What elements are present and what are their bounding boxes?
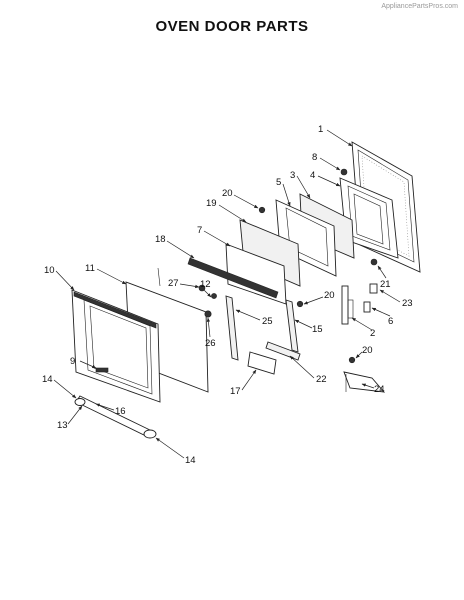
callout-18: 18 [155, 234, 166, 245]
part-25-side-trim [225, 295, 239, 361]
callout-27: 27 [168, 278, 179, 289]
callout-20b: 20 [324, 290, 335, 301]
callout-6: 6 [388, 316, 393, 327]
part-9-badge [95, 367, 109, 373]
part-13-end-cap [74, 398, 86, 406]
callout-8: 8 [312, 152, 317, 163]
callout-25: 25 [262, 316, 273, 327]
part-22-vent [265, 341, 301, 361]
callout-20c: 20 [362, 345, 373, 356]
callouts: 1 8 3 4 5 20 19 7 18 21 27 12 20 23 11 1… [42, 124, 413, 466]
part-19-insulation [239, 219, 301, 287]
part-12-screw [211, 293, 217, 299]
part-15-side-trim [285, 299, 299, 353]
part-17-vent [247, 351, 277, 375]
diagram-title: OVEN DOOR PARTS [155, 18, 309, 35]
callout-7: 7 [197, 225, 202, 236]
callout-11: 11 [85, 263, 95, 274]
part-16-handle [75, 395, 151, 437]
callout-19: 19 [206, 198, 217, 209]
part-14-end-cap [143, 429, 157, 439]
part-21-screw [370, 258, 378, 266]
part-5-glass-frame [275, 199, 337, 277]
callout-17: 17 [230, 386, 241, 397]
leader-lines [53, 129, 401, 459]
callout-4: 4 [310, 170, 315, 181]
part-6-bracket [363, 301, 371, 313]
part-23-bracket [369, 283, 378, 294]
part-10-outer-door-panel [71, 289, 161, 403]
callout-23: 23 [402, 298, 413, 309]
callout-1: 1 [318, 124, 323, 135]
callout-12: 12 [200, 279, 211, 290]
callout-16: 16 [115, 406, 126, 417]
callout-24: 24 [374, 384, 385, 395]
callout-14b: 14 [185, 455, 196, 466]
callout-3: 3 [290, 170, 295, 181]
callout-15: 15 [312, 324, 323, 335]
callout-14: 14 [42, 374, 53, 385]
part-20-screw [296, 300, 304, 308]
part-2-hinge [341, 285, 354, 325]
watermark: AppliancePartsPros.com [381, 3, 458, 10]
part-20-screw [258, 206, 266, 214]
callout-9: 9 [70, 356, 75, 367]
part-8-screw [340, 168, 348, 176]
callout-21: 21 [380, 279, 391, 290]
callout-22: 22 [316, 374, 327, 385]
callout-5: 5 [276, 177, 281, 188]
part-26-spring [204, 310, 212, 318]
callout-2: 2 [370, 328, 375, 339]
part-18-vent-channel [187, 257, 279, 299]
callout-20: 20 [222, 188, 233, 199]
part-20-screw [348, 356, 356, 364]
part-24-hinge-receiver [343, 371, 386, 393]
callout-10: 10 [44, 265, 55, 276]
callout-26: 26 [205, 338, 216, 349]
callout-13: 13 [57, 420, 68, 431]
